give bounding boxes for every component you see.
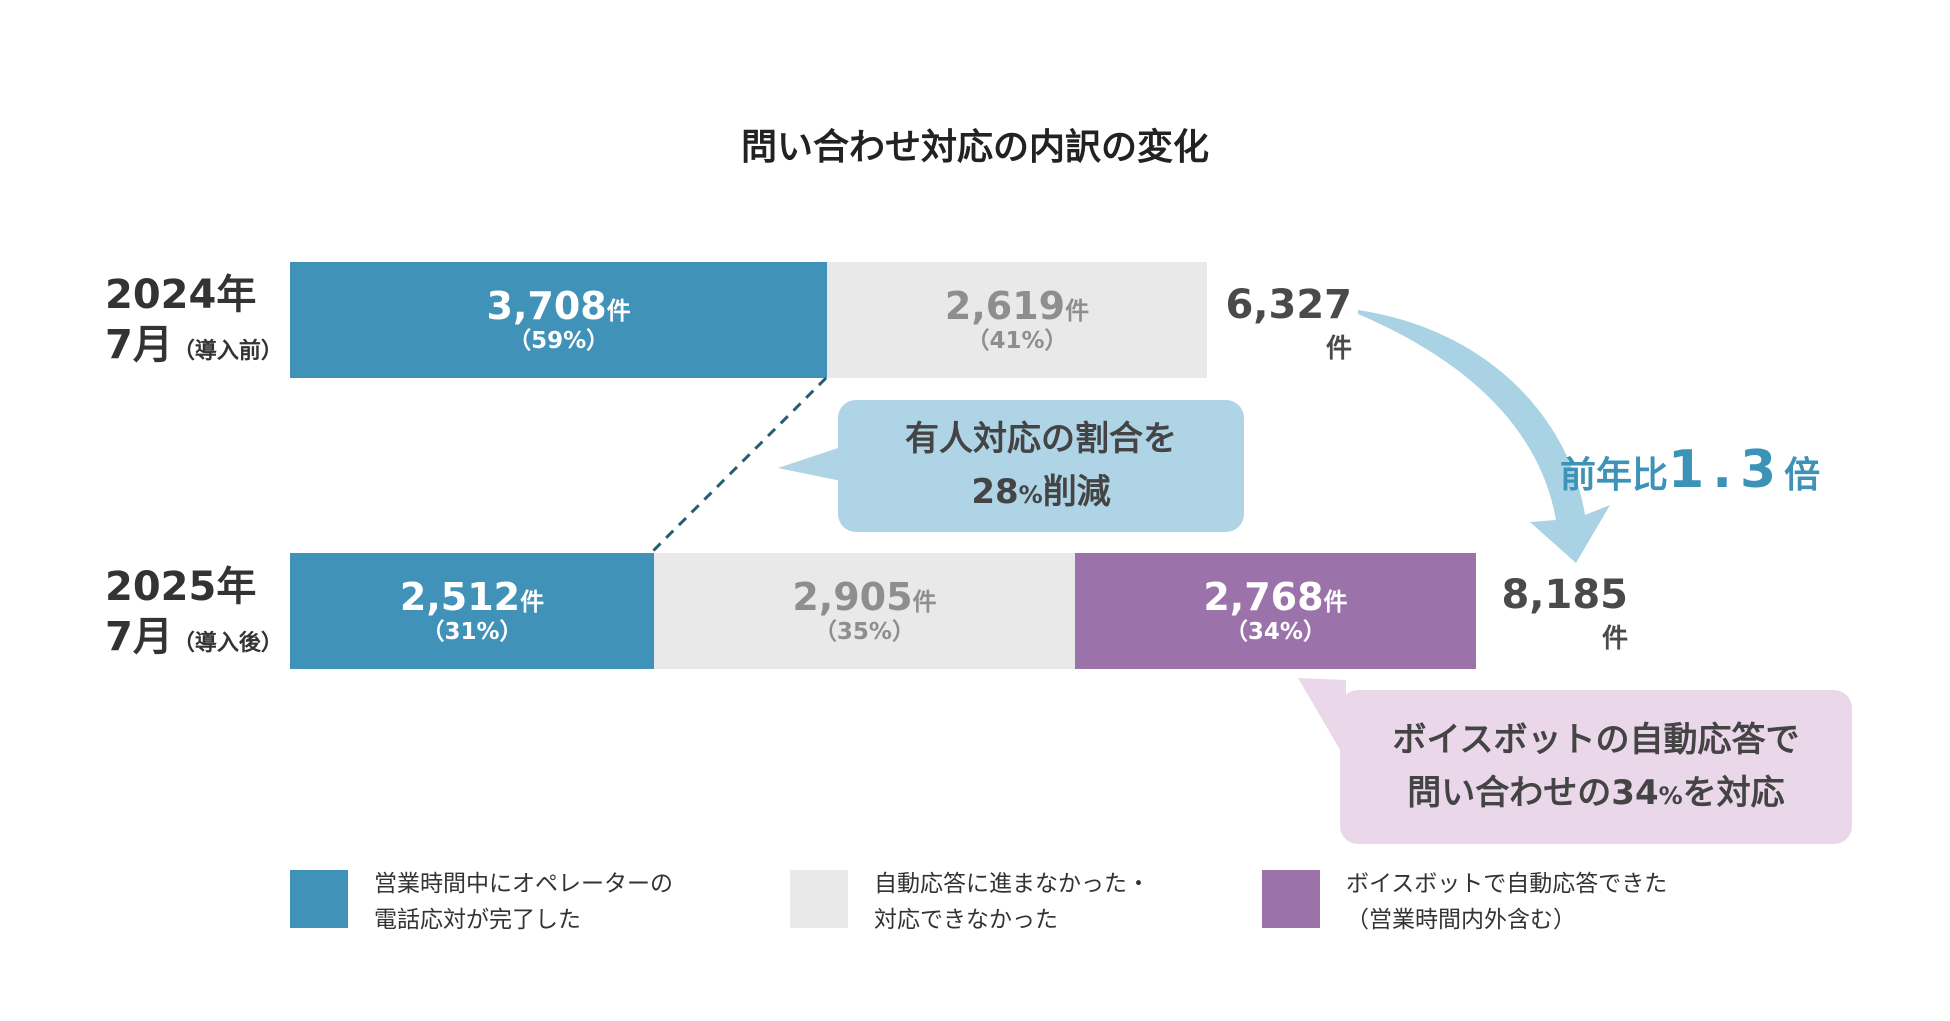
bar-percent-label: （35%） — [813, 618, 915, 645]
bar-percent-label: （41%） — [966, 327, 1068, 354]
row-label-2024: 2024年 7月（導入前） — [105, 270, 283, 370]
legend-line2: 電話応対が完了した — [374, 907, 581, 933]
connector-dashed-line — [649, 376, 828, 555]
legend-item-unhandled: 自動応答に進まなかった・ 対応できなかった — [790, 870, 1190, 933]
bar-segment: 2,619件（41%） — [827, 262, 1207, 378]
legend-line2: 対応できなかった — [874, 907, 1058, 933]
callout-voicebot-rest: を対応 — [1682, 773, 1785, 813]
bar-value-label: 3,708件 — [486, 283, 631, 328]
legend-line2: （営業時間内外含む） — [1346, 907, 1576, 933]
callout-voicebot-pre: 問い合わせの34 — [1407, 773, 1659, 813]
legend-line1: 営業時間中にオペレーターの — [374, 871, 673, 897]
total-value: 8,185 — [1501, 572, 1628, 618]
bar-value-label: 2,619件 — [944, 283, 1090, 328]
bar-percent-label: （34%） — [1224, 618, 1326, 645]
callout-voicebot: ボイスボットの自動応答で 問い合わせの34%を対応 — [1340, 690, 1852, 844]
bar-unit: 件 — [606, 296, 631, 325]
ratio-unit: 倍 — [1784, 455, 1821, 496]
row-month: 7月 — [105, 322, 173, 368]
legend-label: 営業時間中にオペレーターの 電話応対が完了した — [374, 866, 734, 938]
ratio-label: 前年比 — [1560, 455, 1669, 496]
total-unit: 件 — [1325, 334, 1352, 364]
bar-value-label: 2,905件 — [792, 574, 937, 619]
callout-voicebot-tail — [1298, 678, 1346, 760]
legend-swatch-gray — [790, 870, 848, 928]
chart-title: 問い合わせ対応の内訳の変化 — [740, 127, 1209, 168]
callout-reduction: 有人対応の割合を 28%削減 — [838, 400, 1244, 532]
legend-line1: ボイスボットで自動応答できた — [1346, 871, 1668, 897]
callout-reduction-line2: 28%削減 — [905, 466, 1177, 519]
legend-item-operator: 営業時間中にオペレーターの 電話応対が完了した — [290, 870, 710, 933]
bar-segment: 2,768件（34%） — [1074, 553, 1476, 669]
bar-segment: 2,905件（35%） — [653, 553, 1075, 669]
ratio-value: 1.3 — [1668, 440, 1785, 500]
callout-reduction-pct: % — [1018, 481, 1043, 509]
total-unit: 件 — [1601, 624, 1628, 654]
callout-voicebot-pct: % — [1658, 782, 1683, 810]
bar-segment: 2,512件（31%） — [290, 553, 654, 669]
row-sub: （導入後） — [172, 631, 283, 656]
row-year: 2024年 — [105, 272, 257, 318]
bar-unit: 件 — [520, 587, 545, 616]
total-value: 6,327 — [1225, 282, 1352, 328]
bar-value-label: 2,512件 — [399, 574, 545, 619]
bar-unit: 件 — [1323, 587, 1348, 616]
bar-value: 2,768 — [1203, 574, 1324, 619]
total-2025: 8,185 件 — [1456, 572, 1628, 655]
row-month: 7月 — [105, 614, 173, 660]
growth-arrow-icon — [1358, 310, 1610, 563]
bar-value: 2,512 — [399, 574, 521, 619]
legend-label: 自動応答に進まなかった・ 対応できなかった — [874, 866, 1234, 938]
callout-reduction-line1: 有人対応の割合を — [905, 419, 1177, 460]
legend-swatch-purple — [1262, 870, 1320, 928]
bar-percent-label: （31%） — [421, 618, 523, 645]
callout-reduction-rest: 削減 — [1042, 472, 1111, 512]
bar-segment: 3,708件（59%） — [290, 262, 828, 378]
bar-unit: 件 — [1065, 296, 1090, 325]
legend-item-voicebot: ボイスボットで自動応答できた （営業時間内外含む） — [1262, 870, 1702, 933]
bar-value-label: 2,768件 — [1203, 574, 1348, 619]
row-label-2025: 2025年 7月（導入後） — [105, 562, 283, 662]
row-year: 2025年 — [105, 564, 257, 610]
callout-voicebot-line1: ボイスボットの自動応答で — [1392, 720, 1800, 761]
bar-value: 2,619 — [944, 283, 1066, 328]
total-2024: 6,327 件 — [1180, 282, 1352, 365]
legend-label: ボイスボットで自動応答できた （営業時間内外含む） — [1346, 866, 1706, 938]
bar-unit: 件 — [912, 587, 937, 616]
row-sub: （導入前） — [172, 339, 283, 364]
bar-value: 2,905 — [792, 574, 913, 619]
legend-line1: 自動応答に進まなかった・ — [874, 871, 1150, 897]
yoy-ratio: 前年比1.3倍 — [1560, 440, 1820, 500]
bar-value: 3,708 — [486, 283, 607, 328]
bar-percent-label: （59%） — [508, 327, 610, 354]
callout-reduction-tail — [778, 442, 856, 484]
callout-reduction-number: 28 — [971, 472, 1019, 512]
legend-swatch-blue — [290, 870, 348, 928]
callout-voicebot-line2: 問い合わせの34%を対応 — [1393, 767, 1800, 820]
